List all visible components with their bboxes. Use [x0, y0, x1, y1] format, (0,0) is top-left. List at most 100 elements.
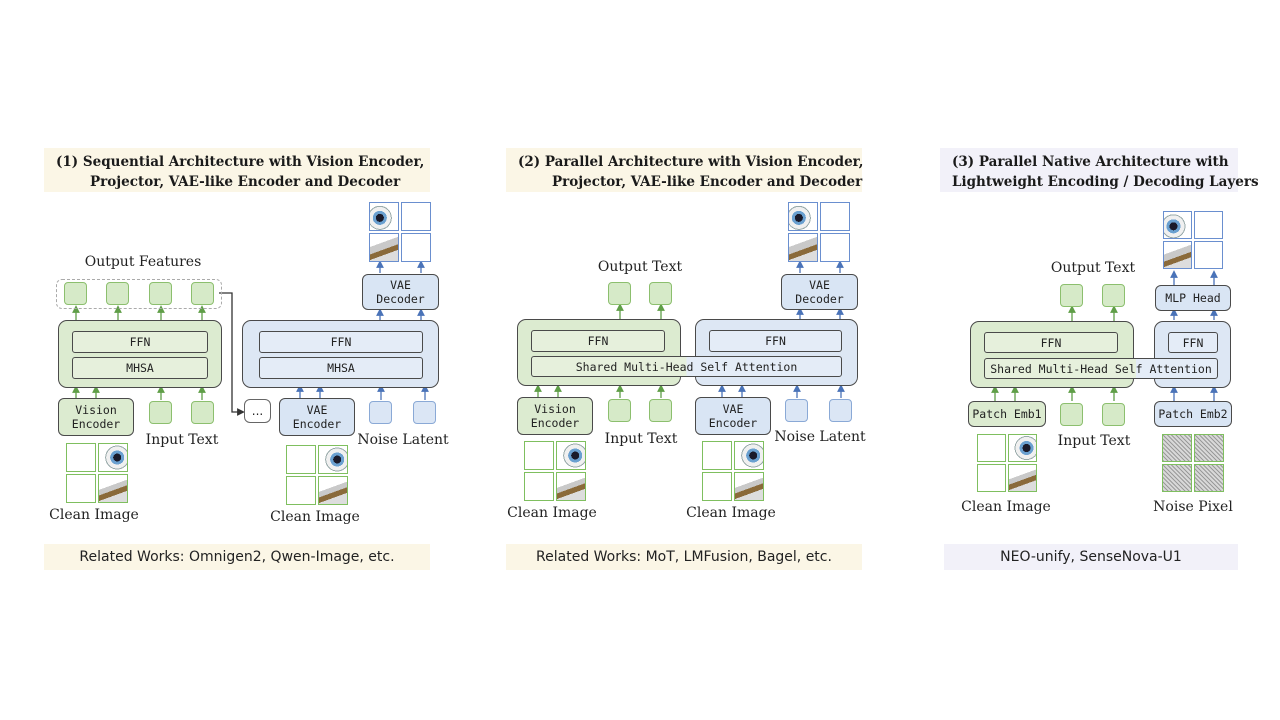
panel1-clean-image-2 — [286, 445, 348, 505]
image-patch — [702, 441, 732, 470]
robot-body-patch — [1163, 241, 1192, 269]
vae-decoder-label: VAE Decoder — [376, 278, 425, 306]
input-text-token — [1102, 403, 1125, 426]
panel2-clean-image — [524, 441, 586, 501]
panel2-input-text-label: Input Text — [604, 431, 678, 447]
panel3-title: (3) Parallel Native Architecture with Li… — [940, 148, 1259, 192]
panel3-ffn-gen: FFN — [1168, 332, 1218, 353]
robot-body-patch — [318, 476, 348, 505]
robot-body-patch — [1008, 464, 1037, 492]
robot-eye-patch — [734, 441, 764, 470]
panel1-mhsa-und: MHSA — [72, 357, 208, 379]
output-feature-token — [149, 282, 172, 305]
mlp-head-label: MLP Head — [1165, 291, 1221, 305]
panel2-title: (2) Parallel Architecture with Vision En… — [506, 148, 864, 192]
panel1-clean-image-label: Clean Image — [49, 507, 139, 523]
output-feature-token — [191, 282, 214, 305]
panel2-clean-image-label-2: Clean Image — [686, 505, 776, 521]
panel2-clean-image-label: Clean Image — [507, 505, 597, 521]
panel1-vae-decoder: VAE Decoder — [362, 274, 439, 310]
robot-eye-patch — [556, 441, 586, 470]
vision-encoder-label: Vision Encoder — [530, 402, 580, 430]
noise-patch — [1194, 464, 1224, 492]
image-patch — [401, 233, 431, 262]
panel2-ffn-und: FFN — [531, 330, 665, 352]
output-features-label: Output Features — [84, 254, 202, 270]
panel3-title-line2: Lightweight Encoding / Decoding Layers — [952, 174, 1259, 190]
output-text-token — [1102, 284, 1125, 307]
panel1-ffn-gen: FFN — [259, 331, 423, 353]
panel1-vision-encoder: Vision Encoder — [58, 398, 134, 436]
panel3-output-text-label: Output Text — [1050, 260, 1136, 276]
image-patch — [66, 474, 96, 503]
panel2-noise-latent-label: Noise Latent — [774, 429, 866, 445]
panel1-clean-image-label-2: Clean Image — [270, 509, 360, 525]
panel3-footer: NEO-unify, SenseNova-U1 — [944, 544, 1238, 570]
image-patch — [524, 441, 554, 470]
image-patch — [820, 202, 850, 231]
image-patch — [286, 476, 316, 505]
panel3-title-line1: (3) Parallel Native Architecture with — [952, 154, 1229, 170]
image-patch — [1194, 211, 1223, 239]
output-feature-token — [106, 282, 129, 305]
robot-eye-patch — [1008, 434, 1037, 462]
input-text-token — [608, 399, 631, 422]
noise-patch — [1194, 434, 1224, 462]
image-patch — [401, 202, 431, 231]
output-features-box — [56, 279, 222, 309]
panel1-title-line1: (1) Sequential Architecture with Vision … — [56, 154, 425, 170]
image-patch — [977, 464, 1006, 492]
panel1-footer: Related Works: Omnigen2, Qwen-Image, etc… — [44, 544, 430, 570]
vae-decoder-label: VAE Decoder — [795, 278, 844, 306]
image-patch — [702, 472, 732, 501]
output-feature-token — [64, 282, 87, 305]
patch-emb1-label: Patch Emb1 — [972, 407, 1042, 421]
panel3-noise-pixel-label: Noise Pixel — [1153, 499, 1233, 515]
panel3-patch-emb2: Patch Emb2 — [1154, 401, 1232, 427]
image-patch — [524, 472, 554, 501]
vae-encoder-label: VAE Encoder — [292, 403, 342, 431]
panel1-generated-image — [369, 202, 431, 262]
input-text-token — [191, 401, 214, 424]
panel2-clean-image-2 — [702, 441, 764, 501]
output-text-token — [1060, 284, 1083, 307]
noise-patch — [1162, 434, 1192, 462]
robot-body-patch — [556, 472, 586, 501]
panel2-ffn-gen: FFN — [709, 330, 842, 352]
panel3-clean-image — [977, 434, 1037, 492]
patch-emb2-label: Patch Emb2 — [1158, 407, 1228, 421]
panel3-mlp-head: MLP Head — [1155, 285, 1231, 311]
panel2-output-text-label: Output Text — [597, 259, 683, 275]
panel3-noise-pixel — [1162, 434, 1224, 492]
input-text-token — [649, 399, 672, 422]
robot-body-patch — [734, 472, 764, 501]
panel3-generated-image — [1163, 211, 1223, 269]
output-text-token — [649, 282, 672, 305]
panel3-input-text-label: Input Text — [1057, 433, 1131, 449]
panel2-shared-attention: Shared Multi-Head Self Attention — [531, 356, 842, 377]
panel1-mhsa-gen: MHSA — [259, 357, 423, 379]
panel1-input-text-label: Input Text — [145, 432, 219, 448]
robot-eye-patch — [1163, 211, 1192, 239]
input-text-token — [1060, 403, 1083, 426]
image-patch — [1194, 241, 1223, 269]
noise-latent-token — [829, 399, 852, 422]
vae-encoder-label: VAE Encoder — [708, 402, 758, 430]
robot-eye-patch — [98, 443, 128, 472]
image-patch — [286, 445, 316, 474]
noise-patch — [1162, 464, 1192, 492]
panel2-vae-encoder: VAE Encoder — [695, 397, 771, 435]
image-patch — [820, 233, 850, 262]
panel2-vae-decoder: VAE Decoder — [781, 274, 858, 310]
panel2-title-line2: Projector, VAE-like Encoder and Decoder — [552, 174, 863, 190]
noise-latent-token — [785, 399, 808, 422]
noise-latent-token — [413, 401, 436, 424]
image-patch — [977, 434, 1006, 462]
panel2-footer: Related Works: MoT, LMFusion, Bagel, etc… — [506, 544, 862, 570]
robot-body-patch — [369, 233, 399, 262]
panel1-title-line2: Projector, VAE-like Encoder and Decoder — [90, 174, 401, 190]
panel3-patch-emb1: Patch Emb1 — [968, 401, 1046, 427]
robot-eye-patch — [788, 202, 818, 231]
panel1-ellipsis-token: ... — [244, 399, 271, 423]
